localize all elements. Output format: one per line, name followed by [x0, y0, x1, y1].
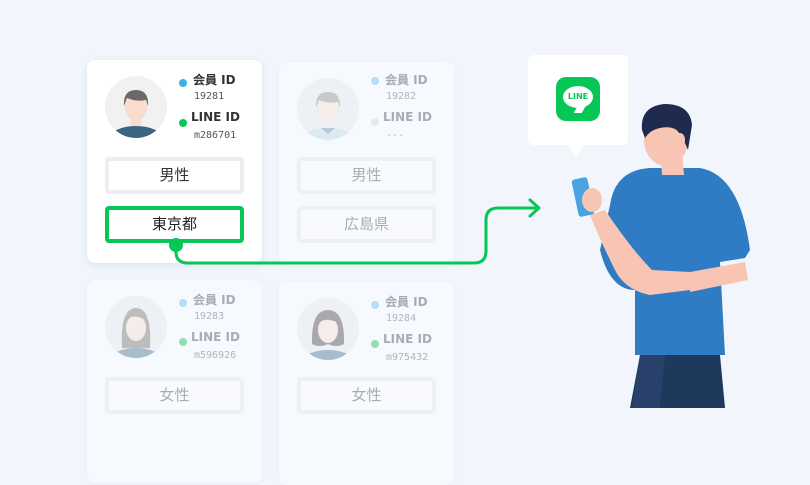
member-id-value: 19284 — [386, 313, 417, 324]
line-id-value: m596926 — [194, 350, 237, 361]
member-id-label: 会員 ID — [385, 295, 428, 309]
member-id-value: 19282 — [386, 91, 417, 102]
female-avatar — [297, 298, 359, 360]
line-app-icon: LINE — [556, 77, 600, 121]
line-id-label: LINE ID — [191, 110, 240, 124]
member-id-label: 会員 ID — [193, 73, 236, 87]
line-id-value: m286701 — [194, 130, 237, 141]
member-id-value: 19281 — [194, 91, 225, 102]
member-id-label: 会員 ID — [385, 73, 428, 87]
member-id-value: 19283 — [194, 311, 225, 322]
member-dot-icon — [371, 77, 379, 85]
line-dot-icon — [371, 118, 379, 126]
male-avatar — [105, 76, 167, 138]
gender-field: 男性 — [105, 157, 244, 194]
line-id-value: --- — [386, 130, 405, 141]
member-id-label: 会員 ID — [193, 293, 236, 307]
line-id-value: m975432 — [386, 352, 429, 363]
member-dot-icon — [179, 79, 187, 87]
line-dot-icon — [179, 338, 187, 346]
gender-field: 男性 — [297, 157, 436, 194]
male-avatar — [297, 78, 359, 140]
line-dot-icon — [371, 340, 379, 348]
member-dot-icon — [371, 301, 379, 309]
line-icon-text: LINE — [567, 92, 589, 101]
member-dot-icon — [179, 299, 187, 307]
female-avatar — [105, 296, 167, 358]
line-dot-icon — [179, 119, 187, 127]
line-id-label: LINE ID — [191, 330, 240, 344]
line-id-label: LINE ID — [383, 110, 432, 124]
person-illustration — [528, 55, 750, 408]
line-id-label: LINE ID — [383, 332, 432, 346]
